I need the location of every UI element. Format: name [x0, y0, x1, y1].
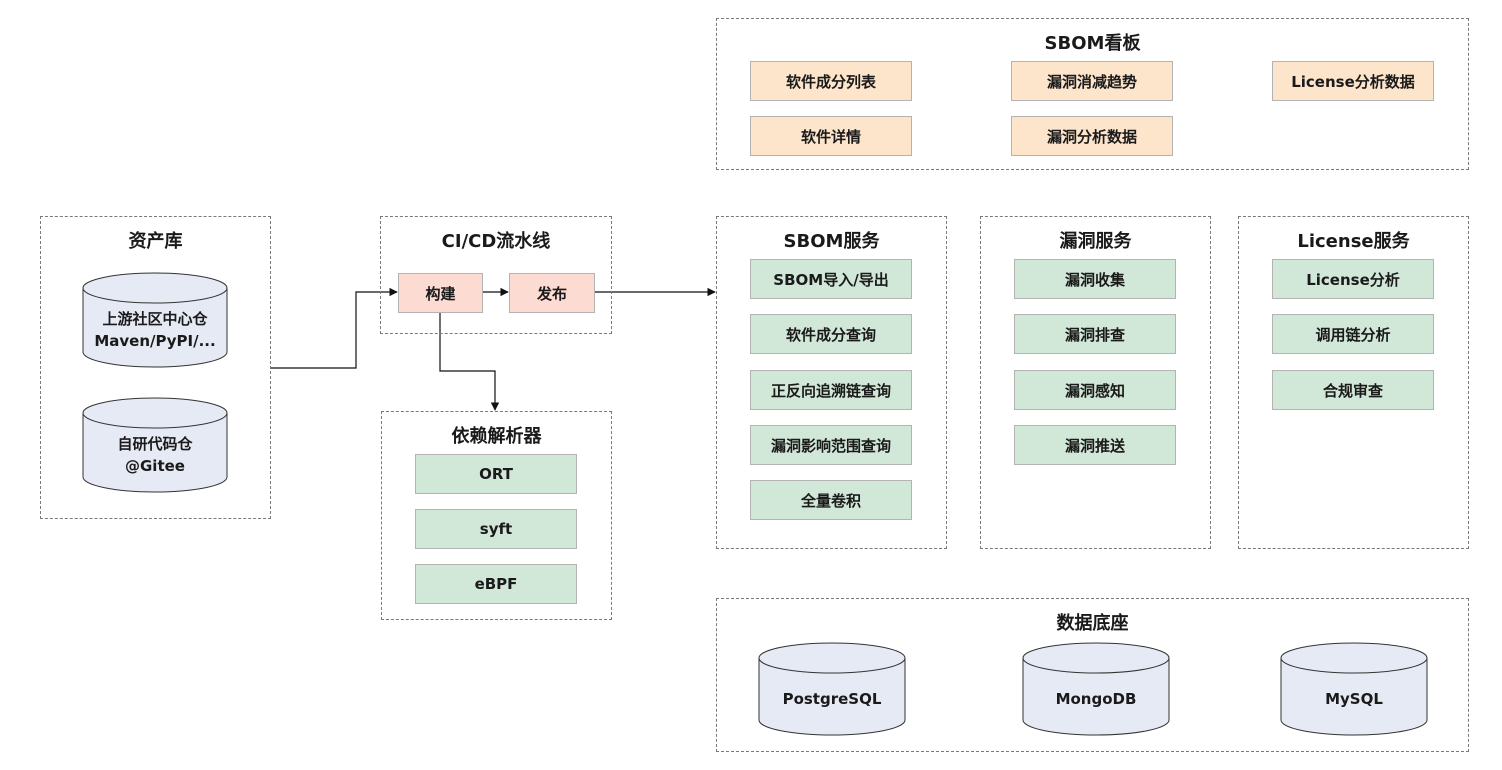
- cylinder-icon: [82, 272, 228, 368]
- dashboard-item[interactable]: License分析数据: [1272, 61, 1434, 101]
- repo-detail: Maven/PyPI/...: [94, 332, 216, 350]
- database-upstream-repo[interactable]: 上游社区中心仓 Maven/PyPI/...: [82, 272, 228, 368]
- cylinder-icon: [82, 397, 228, 493]
- sbom-service-item[interactable]: 软件成分查询: [750, 314, 912, 354]
- asset-repo-title: 资产库: [128, 231, 183, 252]
- sbom-service-item[interactable]: 正反向追溯链查询: [750, 370, 912, 410]
- database-name: MongoDB: [1055, 690, 1137, 708]
- sbom-service-item[interactable]: 漏洞影响范围查询: [750, 425, 912, 465]
- repo-name: 自研代码仓: [117, 435, 193, 453]
- cylinder-icon: [758, 642, 906, 736]
- database-name: MySQL: [1325, 690, 1383, 708]
- database-name: PostgreSQL: [782, 690, 882, 708]
- license-service-item[interactable]: 调用链分析: [1272, 314, 1434, 354]
- database-internal-repo[interactable]: 自研代码仓 @Gitee: [82, 397, 228, 493]
- license-service-item[interactable]: 合规审查: [1272, 370, 1434, 410]
- vuln-service-item[interactable]: 漏洞收集: [1014, 259, 1176, 299]
- vuln-service-title: 漏洞服务: [1059, 231, 1132, 252]
- license-service-item[interactable]: License分析: [1272, 259, 1434, 299]
- sbom-service-item[interactable]: SBOM导入/导出: [750, 259, 912, 299]
- cylinder-icon: [1280, 642, 1428, 736]
- license-service-title: License服务: [1297, 231, 1410, 252]
- dashboard-item[interactable]: 漏洞分析数据: [1011, 116, 1173, 156]
- data-base-title: 数据底座: [1056, 613, 1129, 634]
- license-service-group: License服务: [1238, 216, 1469, 549]
- cicd-group: CI/CD流水线: [380, 216, 612, 334]
- arrow-assets-to-build: [270, 287, 398, 369]
- dashboard-group: SBOM看板: [716, 18, 1469, 170]
- data-base-group: 数据底座: [716, 598, 1469, 752]
- cylinder-icon: [1022, 642, 1170, 736]
- repo-name: 上游社区中心仓: [102, 310, 208, 328]
- dependency-parser-title: 依赖解析器: [451, 426, 542, 447]
- vuln-service-item[interactable]: 漏洞排查: [1014, 314, 1176, 354]
- cicd-title: CI/CD流水线: [441, 231, 551, 252]
- parser-item-syft[interactable]: syft: [415, 509, 577, 549]
- release-step[interactable]: 发布: [509, 273, 595, 313]
- dashboard-item[interactable]: 软件详情: [750, 116, 912, 156]
- dependency-parser-group: 依赖解析器: [381, 411, 612, 620]
- sbom-service-title: SBOM服务: [783, 231, 880, 252]
- database-postgresql[interactable]: PostgreSQL: [758, 642, 906, 736]
- dashboard-title: SBOM看板: [1044, 33, 1141, 54]
- dashboard-item[interactable]: 软件成分列表: [750, 61, 912, 101]
- asset-repo-group: 资产库: [40, 216, 271, 519]
- dashboard-item[interactable]: 漏洞消减趋势: [1011, 61, 1173, 101]
- parser-item-ebpf[interactable]: eBPF: [415, 564, 577, 604]
- vuln-service-group: 漏洞服务: [980, 216, 1211, 549]
- vuln-service-item[interactable]: 漏洞感知: [1014, 370, 1176, 410]
- vuln-service-item[interactable]: 漏洞推送: [1014, 425, 1176, 465]
- database-mysql[interactable]: MySQL: [1280, 642, 1428, 736]
- build-step[interactable]: 构建: [398, 273, 483, 313]
- sbom-service-item[interactable]: 全量卷积: [750, 480, 912, 520]
- parser-item-ort[interactable]: ORT: [415, 454, 577, 494]
- repo-detail: @Gitee: [125, 457, 185, 475]
- database-mongodb[interactable]: MongoDB: [1022, 642, 1170, 736]
- sbom-service-group: SBOM服务: [716, 216, 947, 549]
